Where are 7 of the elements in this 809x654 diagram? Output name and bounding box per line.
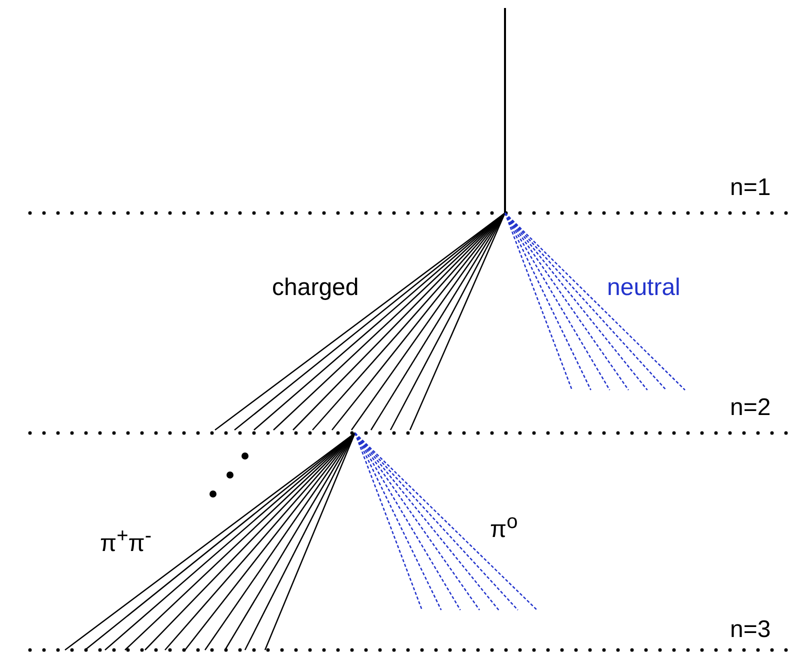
particle-label: π$^{o}$ [490, 512, 518, 542]
level-label: n=3 [730, 618, 771, 642]
fan-label: neutral [607, 276, 680, 300]
particle-label: π$^{+}$π$^{-}$ [100, 526, 152, 556]
fan-label: charged [272, 276, 359, 300]
level-label: n=2 [730, 396, 771, 420]
level-label: n=1 [730, 176, 771, 200]
